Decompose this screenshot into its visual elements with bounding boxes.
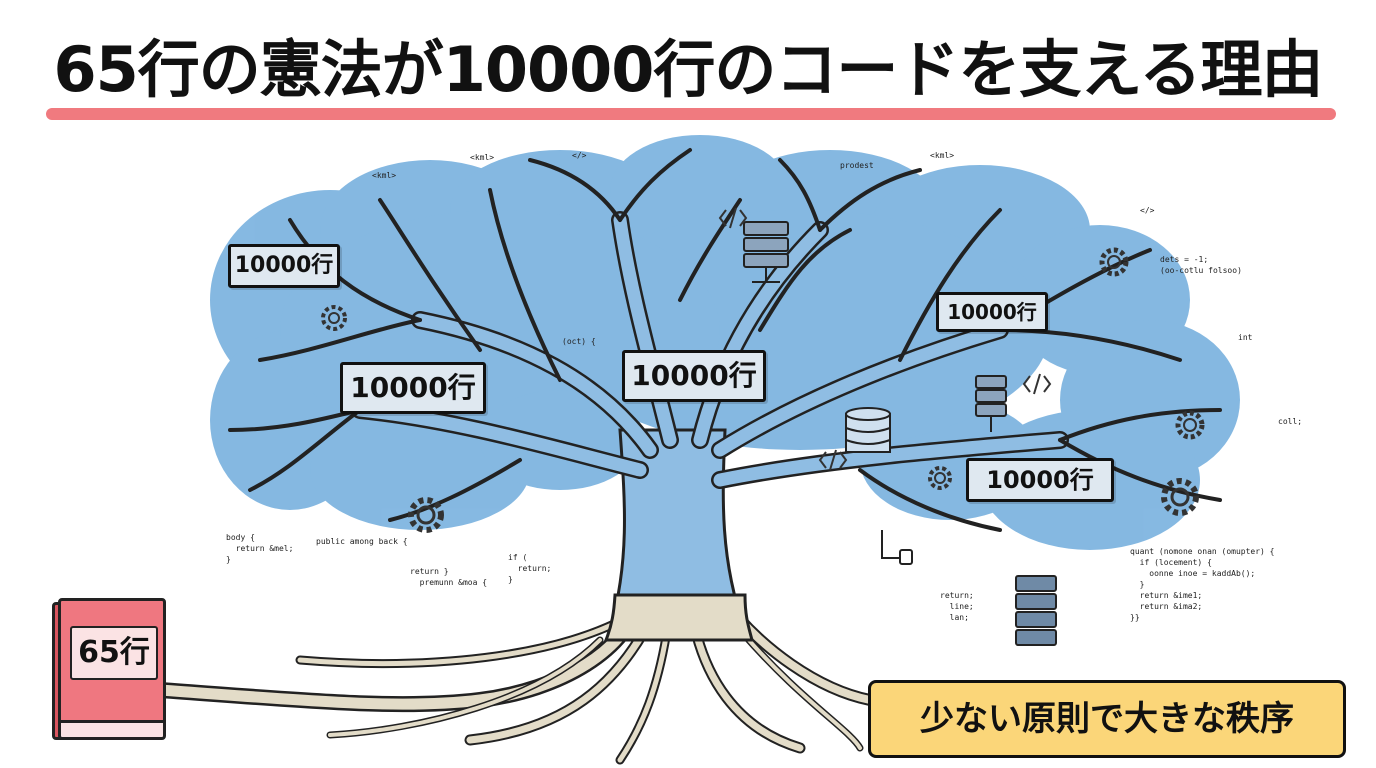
code-snippet: return } premunn &moa {: [410, 567, 488, 587]
book-label: 65行: [70, 626, 158, 680]
code-snippet: <kml>: [372, 171, 397, 180]
title-underline: [46, 108, 1336, 120]
tree-label-10000: 10000行: [622, 350, 766, 402]
tree-label-10000: 10000行: [966, 458, 1114, 502]
connector-node: [899, 549, 913, 565]
code-snippet: <kml>: [930, 151, 955, 160]
code-snippet: public among back {: [316, 537, 408, 546]
gear-icon: [408, 497, 444, 533]
code-snippet: prodest: [840, 161, 874, 170]
caption-box: 少ない原則で大きな秩序: [868, 680, 1346, 758]
gear-icon: [1161, 478, 1199, 516]
book-pages: [58, 720, 166, 740]
code-snippet: return; line; lan;: [940, 591, 974, 622]
tree-label-10000: 10000行: [936, 292, 1048, 332]
title-block: 65行の憲法が10000行のコードを支える理由: [40, 28, 1336, 128]
tree-label-10000: 10000行: [228, 244, 340, 288]
code-snippet: (oct) {: [562, 337, 596, 346]
gear-icon: [928, 466, 952, 490]
server-icon: [743, 221, 789, 283]
code-snippet: dets = -1; (oo-cotlu folsoo): [1160, 255, 1242, 275]
connector-line: [881, 530, 900, 559]
tree-label-10000: 10000行: [340, 362, 486, 414]
gear-icon: [1099, 247, 1129, 277]
tree-canopy: [210, 135, 1240, 550]
code-snippet: </>: [1140, 206, 1155, 215]
code-snippet: <kml>: [470, 153, 495, 162]
code-snippet: quant (nomone onan (omupter) { if (locem…: [1130, 547, 1275, 622]
code-snippet: int: [1238, 333, 1253, 342]
gear-icon: [321, 305, 347, 331]
server-icon: [975, 375, 1007, 432]
page-title: 65行の憲法が10000行のコードを支える理由: [53, 33, 1323, 106]
gear-icon: [1175, 410, 1205, 440]
code-snippet: if ( return; }: [508, 553, 552, 584]
database-icon: [845, 407, 891, 453]
server-icon: [1015, 575, 1057, 646]
code-snippet: body { return &mel; }: [226, 533, 294, 564]
tree-roots: [152, 587, 876, 765]
code-tag-icon: [718, 207, 1052, 471]
tree-branches: [228, 148, 1222, 532]
constitution-book: 65行: [52, 598, 166, 740]
code-snippet: </>: [572, 151, 587, 160]
code-snippet: coll;: [1278, 417, 1303, 426]
